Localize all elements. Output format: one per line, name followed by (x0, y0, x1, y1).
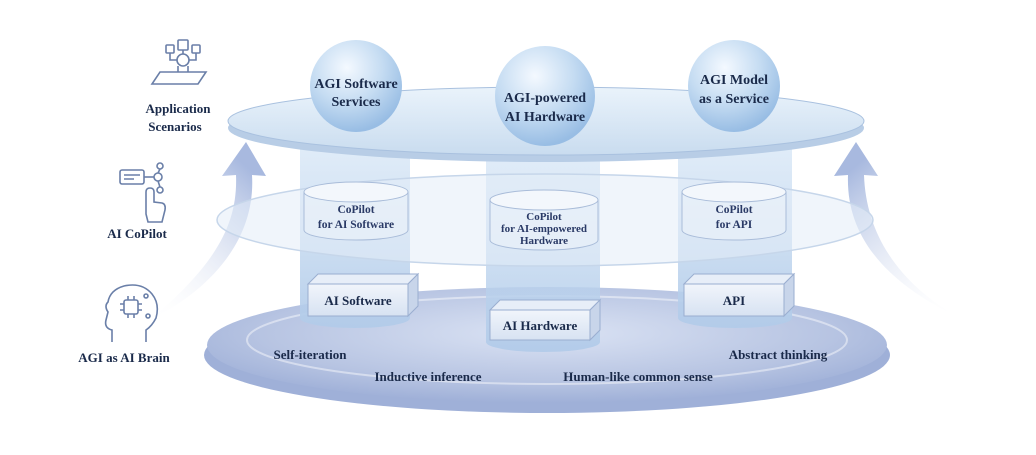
copilot-label-3-line-1: CoPilot (715, 204, 752, 216)
sphere-label-3-line-2: as a Service (699, 92, 769, 107)
capability-human-like-common-sense: Human-like common sense (563, 369, 713, 384)
copilot-label-1-line-1: CoPilot (337, 204, 374, 216)
left-curved-arrow (150, 142, 266, 320)
box-label-api: API (723, 293, 745, 308)
label-ai-copilot: AI CoPilot (107, 226, 167, 241)
capability-abstract-thinking: Abstract thinking (729, 347, 828, 362)
copilot-label-2-line-2: for AI-empowered (501, 223, 587, 235)
sphere-agi-model-as-a-service (688, 40, 780, 132)
sphere-label-2-line-2: AI Hardware (505, 110, 585, 125)
application-scenarios-icon (150, 39, 208, 85)
api-box (682, 272, 796, 318)
box-label-ai-hardware: AI Hardware (503, 318, 578, 333)
copilot-label-3-line-2: for API (716, 219, 753, 231)
sphere-label-1-line-1: AGI Software (314, 77, 397, 92)
label-agi-as-ai-brain: AGI as AI Brain (78, 350, 170, 365)
ai-hardware-box (488, 298, 602, 342)
copilot-label-2-line-3: Hardware (520, 235, 568, 247)
box-label-ai-software: AI Software (324, 293, 392, 308)
label-scenarios: Scenarios (148, 119, 201, 134)
ai-copilot-touch-icon (119, 162, 166, 223)
capability-inductive-inference: Inductive inference (375, 369, 482, 384)
ai-brain-head-icon (104, 284, 159, 342)
label-application: Application (145, 101, 211, 116)
copilot-cylinder-right (681, 181, 787, 241)
copilot-label-2-line-1: CoPilot (526, 211, 562, 223)
sphere-label-3-line-1: AGI Model (700, 73, 768, 88)
sphere-agi-powered-ai-hardware (495, 46, 595, 146)
copilot-label-1-line-2: for AI Software (318, 219, 394, 231)
sphere-agi-software-services (310, 40, 402, 132)
copilot-cylinder-left (303, 181, 409, 241)
sphere-label-2-line-1: AGI-powered (504, 91, 586, 106)
copilot-cylinder-center (489, 189, 599, 251)
capability-self-iteration: Self-iteration (274, 347, 348, 362)
sphere-label-1-line-2: Services (332, 95, 382, 110)
ai-software-box (306, 272, 420, 318)
